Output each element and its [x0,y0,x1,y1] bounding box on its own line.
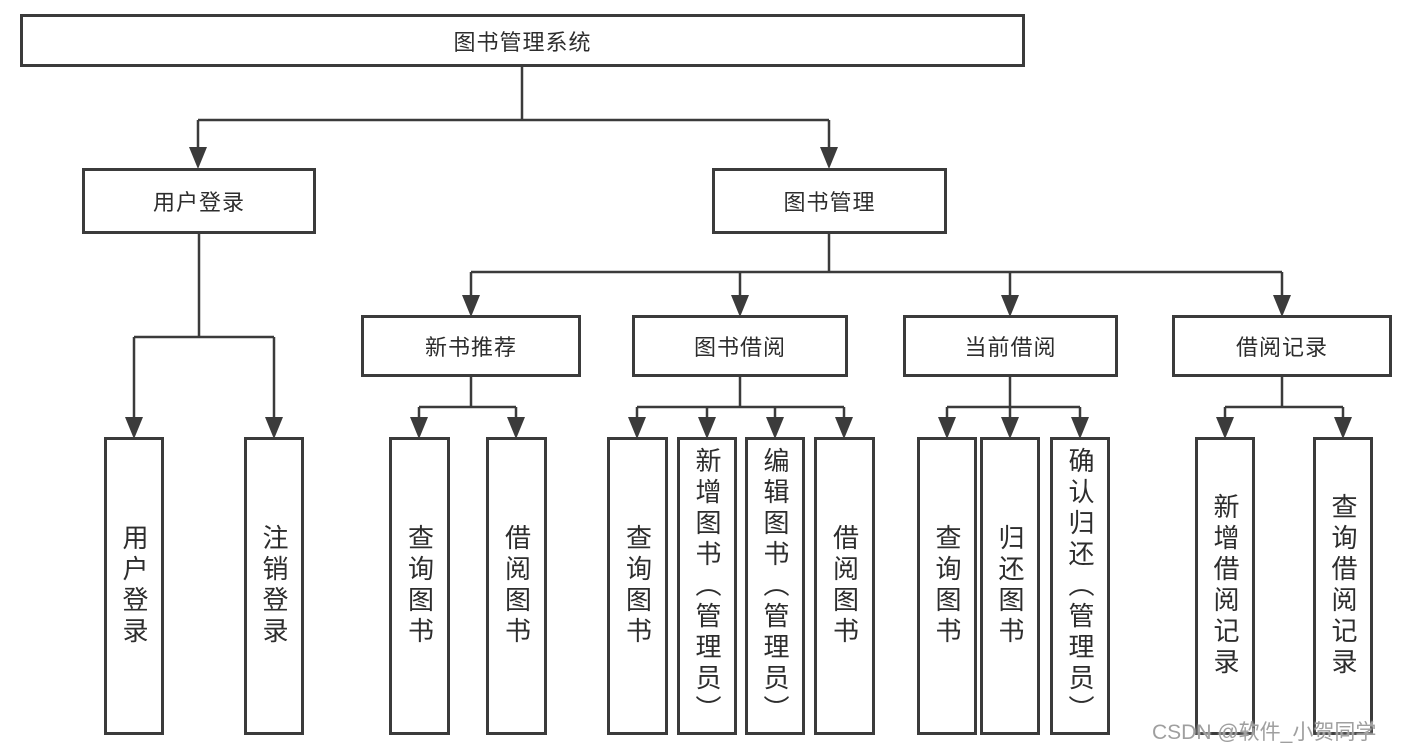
node-label: 借阅记录 [1235,335,1328,360]
leaf-label: 新增图书（管理员） [692,446,722,726]
leaf-label: 查询图书 [932,524,962,648]
leaf-query-borrow-record: 查询借阅记录 [1313,437,1373,735]
leaf-label: 借阅图书 [829,524,860,648]
leaf-label: 注销登录 [259,524,289,648]
watermark: CSDN @软件_小贺同学 [1152,721,1377,744]
leaf-label: 确认归还（管理员） [1065,446,1095,726]
node-label: 图书管理 [783,190,876,215]
leaf-label: 查询借阅记录 [1328,493,1358,679]
node-borrowing-records: 借阅记录 [1172,315,1392,377]
node-current-borrowing: 当前借阅 [903,315,1118,377]
leaf-query-books-1: 查询图书 [389,437,450,735]
node-label: 新书推荐 [424,335,517,360]
node-user-login: 用户登录 [82,168,316,234]
leaf-label: 用户登录 [119,524,149,648]
leaf-edit-books-admin: 编辑图书（管理员） [745,437,805,735]
leaf-query-books-3: 查询图书 [917,437,977,735]
leaf-label: 借阅图书 [501,524,532,648]
leaf-return-books: 归还图书 [980,437,1040,735]
node-new-book-recommend: 新书推荐 [361,315,581,377]
arrowheads [125,147,1352,439]
leaf-label: 编辑图书（管理员） [760,446,790,726]
leaf-add-books-admin: 新增图书（管理员） [677,437,737,735]
node-label: 当前借阅 [964,335,1057,360]
leaf-logout-login: 注销登录 [244,437,304,735]
node-label: 图书管理系统 [453,29,592,55]
leaf-confirm-return-admin: 确认归还（管理员） [1050,437,1110,735]
node-book-borrowing: 图书借阅 [632,315,848,377]
leaf-borrow-books-2: 借阅图书 [814,437,875,735]
leaf-add-borrow-record: 新增借阅记录 [1195,437,1255,735]
leaf-user-login: 用户登录 [104,437,164,735]
leaf-label: 查询图书 [404,524,435,648]
leaf-label: 归还图书 [995,524,1025,648]
leaf-label: 新增借阅记录 [1210,493,1240,679]
node-library-system-root: 图书管理系统 [20,14,1025,67]
node-label: 用户登录 [152,190,245,215]
node-label: 图书借阅 [693,335,786,360]
node-book-management: 图书管理 [712,168,947,234]
leaf-query-books-2: 查询图书 [607,437,668,735]
leaf-borrow-books-1: 借阅图书 [486,437,547,735]
leaf-label: 查询图书 [622,524,653,648]
